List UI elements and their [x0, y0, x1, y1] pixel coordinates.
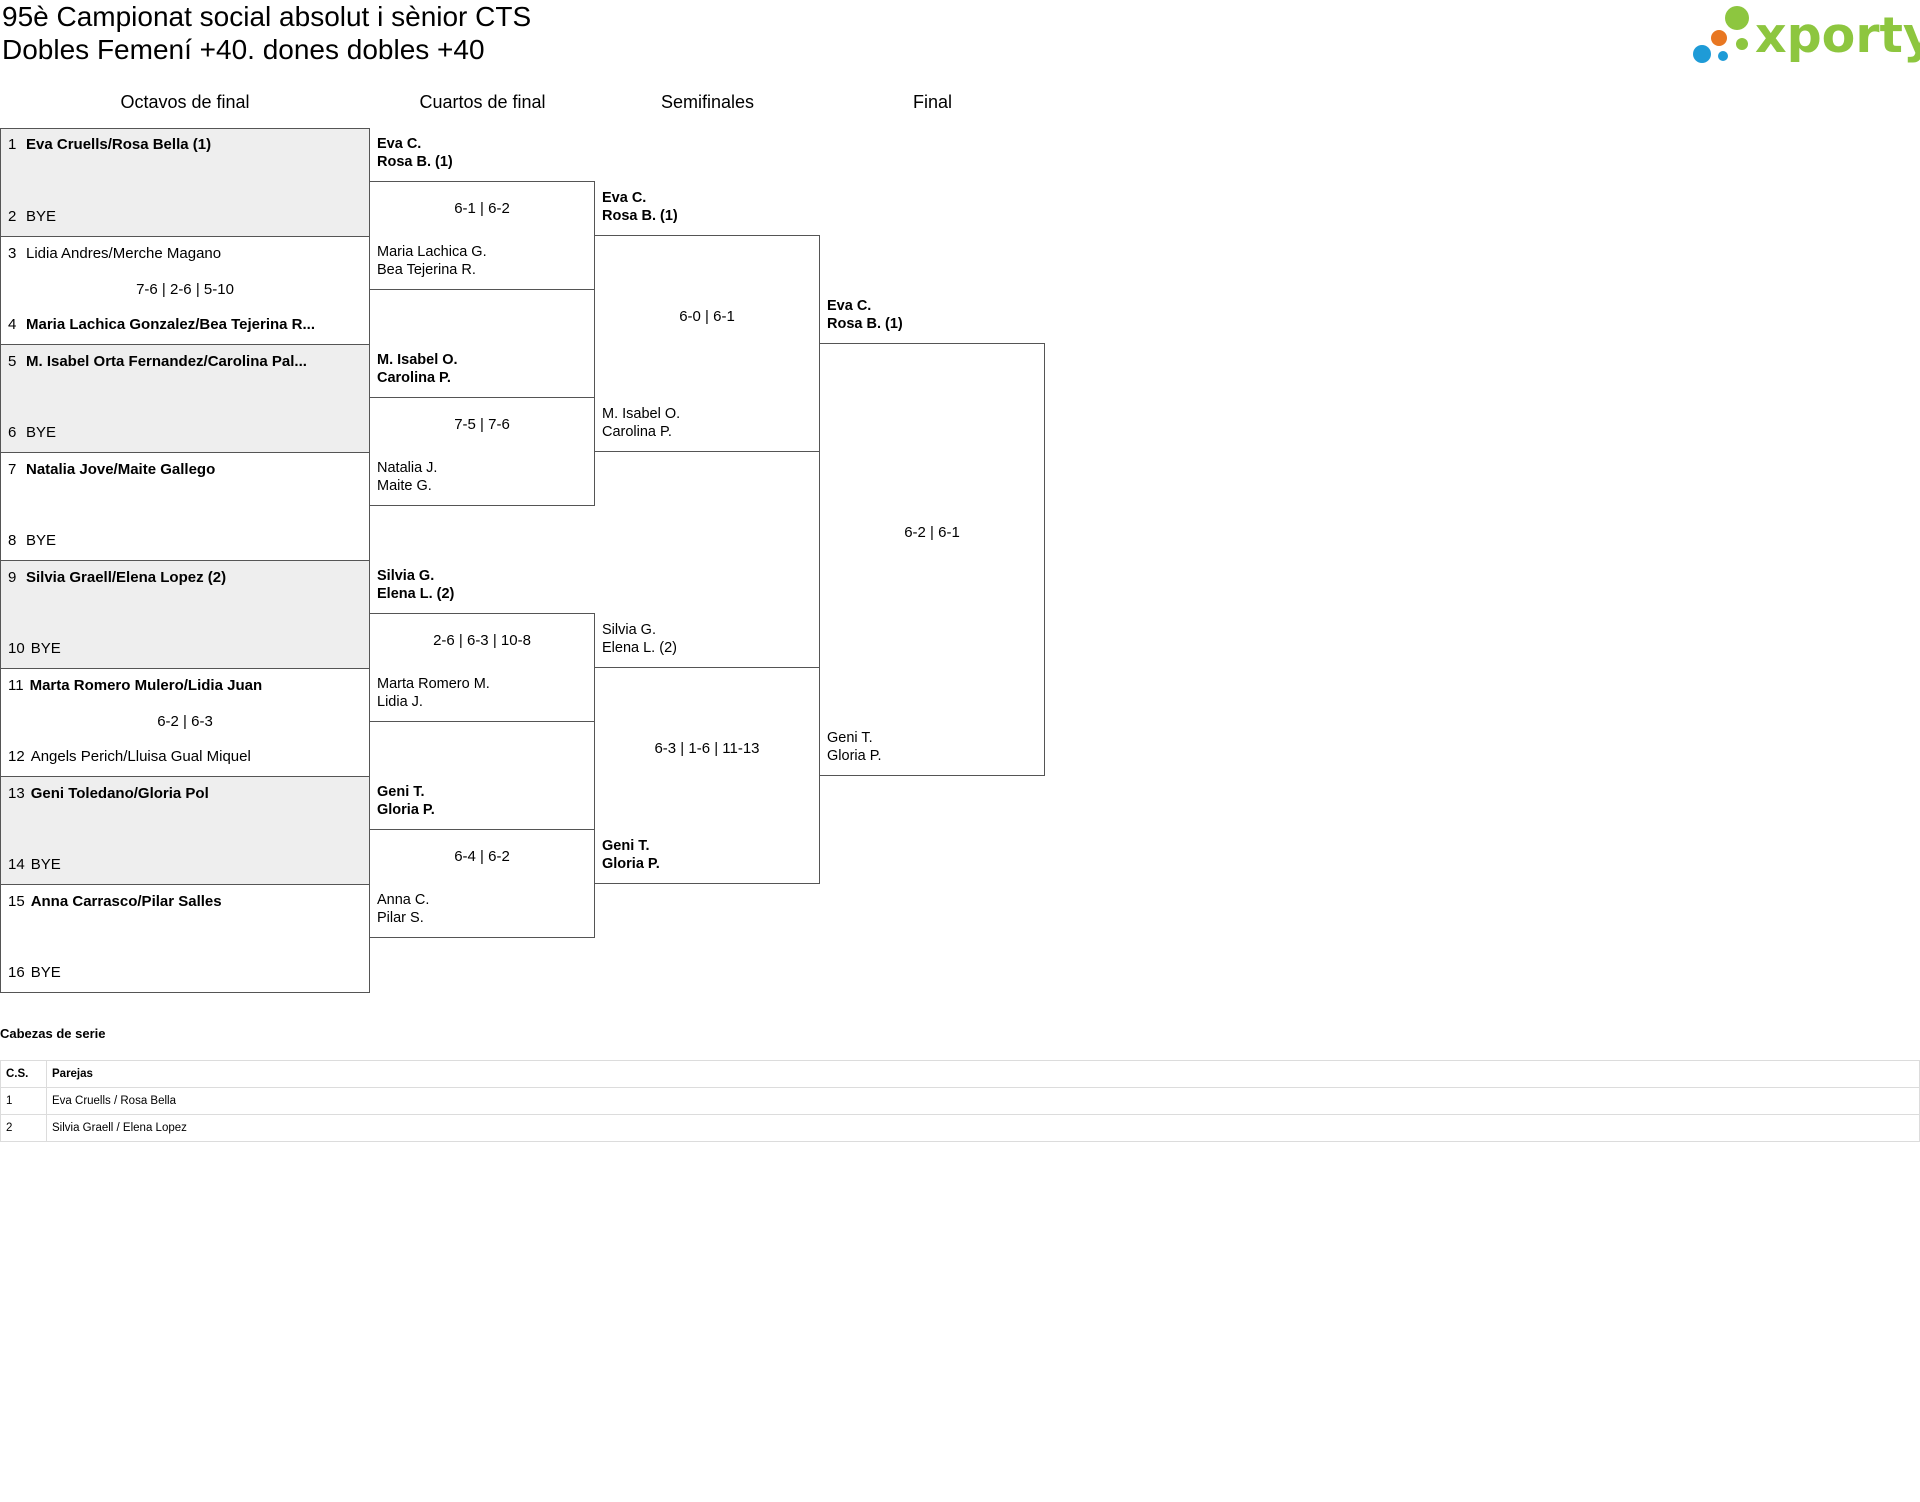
column-header-pairs: Parejas — [46, 1060, 1920, 1088]
round-header-octavos: Octavos de final — [120, 92, 250, 112]
octavos-match-8 — [0, 884, 370, 993]
cuartos-pair: Natalia J.Maite G. — [377, 460, 438, 494]
cuartos-pair: Marta Romero M.Lidia J. — [377, 676, 490, 710]
svg-text:xporty: xporty — [1755, 7, 1920, 64]
draw-subtitle: Dobles Femení +40. dones dobles +40 — [2, 34, 485, 65]
semis-pair: Geni T.Gloria P. — [602, 838, 660, 872]
cuartos-pair: Eva C.Rosa B. (1) — [377, 136, 453, 170]
cuartos-pair: Maria Lachica G.Bea Tejerina R. — [377, 244, 487, 278]
tournament-title: 95è Campionat social absolut i sènior CT… — [2, 1, 532, 32]
table-header-row: C.S. Parejas — [0, 1060, 1920, 1088]
octavos-match-7 — [0, 776, 370, 885]
match-score: 6-1 | 6-2 — [454, 200, 510, 217]
semis-pair: Eva C.Rosa B. (1) — [602, 190, 678, 224]
match-score: 6-0 | 6-1 — [679, 308, 735, 325]
match-score: 6-2 | 6-1 — [904, 524, 960, 541]
cuartos-pair: M. Isabel O.Carolina P. — [377, 352, 458, 386]
cuartos-pair: Geni T.Gloria P. — [377, 784, 435, 818]
cuartos-pair: Silvia G.Elena L. (2) — [377, 568, 455, 602]
table-row: 1 Eva Cruells / Rosa Bella — [0, 1087, 1920, 1115]
octavos-match-5 — [0, 560, 370, 669]
table-row: 2 Silvia Graell / Elena Lopez — [0, 1114, 1920, 1142]
match-score: 7-6 | 2-6 | 5-10 — [136, 281, 234, 298]
match-score: 6-2 | 6-3 — [157, 713, 213, 730]
xporty-logo: xporty — [1693, 6, 1920, 64]
round-header-semifinales: Semifinales — [660, 92, 755, 112]
octavos-match-1 — [0, 128, 370, 237]
final-pair: Geni T.Gloria P. — [827, 730, 882, 764]
octavos-match-3 — [0, 344, 370, 453]
semis-pair: Silvia G.Elena L. (2) — [602, 622, 677, 656]
final-match — [819, 343, 1045, 776]
seed-number: 2 — [0, 1114, 47, 1142]
seeds-title: Cabezas de serie — [0, 1026, 106, 1041]
semis-pair: M. Isabel O.Carolina P. — [602, 406, 681, 440]
seed-pair: Eva Cruells / Rosa Bella — [46, 1087, 1920, 1115]
cuartos-pair: Anna C.Pilar S. — [377, 892, 430, 926]
seed-number: 1 — [0, 1087, 47, 1115]
match-score: 6-3 | 1-6 | 11-13 — [654, 740, 760, 757]
seed-pair: Silvia Graell / Elena Lopez — [46, 1114, 1920, 1142]
round-header-cuartos: Cuartos de final — [419, 92, 546, 112]
seeds-table: C.S. Parejas 1 Eva Cruells / Rosa Bella … — [0, 1060, 1920, 1142]
column-header-seed: C.S. — [0, 1060, 47, 1088]
final-pair: Eva C.Rosa B. (1) — [827, 298, 903, 332]
match-score: 6-4 | 6-2 — [454, 848, 510, 865]
match-score: 2-6 | 6-3 | 10-8 — [433, 632, 531, 649]
match-score: 7-5 | 7-6 — [454, 416, 510, 433]
round-header-final: Final — [912, 92, 952, 112]
